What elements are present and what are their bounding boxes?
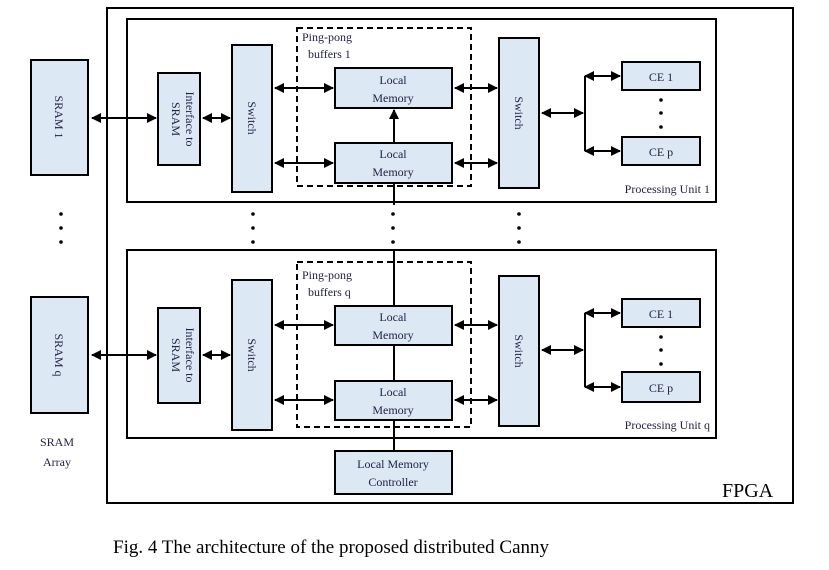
left-switch-1 [231, 44, 273, 193]
pingpong-q-label-b: buffers q [308, 285, 351, 299]
sram-array-label-line1: SRAM [40, 435, 74, 449]
ce-p-unit-1 [621, 136, 701, 166]
local-memory-qb [334, 380, 453, 421]
ce-1-unit-1 [621, 61, 701, 91]
interface-label-1a: Interface to [183, 92, 197, 147]
ce-p-unit-q-label: CE p [649, 381, 673, 395]
left-switch-1-label: Switch [245, 101, 259, 134]
sram-dots [59, 212, 63, 244]
processing-unit-q: Processing Unit q Interface to SRAM Swit… [91, 249, 717, 439]
left-switch-q [231, 279, 273, 431]
ce-p-unit-q [621, 371, 701, 403]
local-memory-qb-l1: Local [379, 385, 407, 399]
controller-label-l2: Controller [368, 475, 417, 489]
processing-unit-1-frame [126, 18, 717, 203]
local-memory-1a-l2: Memory [372, 91, 413, 105]
interface-label-1b: SRAM [169, 102, 183, 136]
interface-label-qa: Interface to [183, 328, 197, 383]
ce-1-unit-q [621, 298, 701, 328]
local-memory-1b-l1: Local [379, 147, 407, 161]
right-switch-q [498, 275, 540, 427]
local-memory-1a-l1: Local [379, 73, 407, 87]
local-memory-qa-l1: Local [379, 310, 407, 324]
sram-array-label-line2: Array [43, 455, 71, 469]
interface-label-qb: SRAM [169, 338, 183, 372]
sram-1-label: SRAM 1 [52, 95, 66, 138]
local-memory-qb-l2: Memory [372, 403, 413, 417]
interface-block-q [157, 307, 201, 404]
local-memory-qa [334, 305, 453, 346]
controller-label-l1: Local Memory [357, 457, 429, 471]
processing-unit-q-label: Processing Unit q [625, 418, 710, 432]
pingpong-1-label-a: Ping-pong [302, 30, 352, 44]
right-switch-q-label: Switch [512, 334, 526, 367]
figure-caption: Fig. 4 The architecture of the proposed … [113, 537, 550, 558]
pingpong-q-label-a: Ping-pong [302, 268, 352, 282]
local-memory-qa-l2: Memory [372, 328, 413, 342]
ce-dots-1 [659, 98, 663, 129]
ce-p-unit-1-label: CE p [649, 145, 673, 159]
fpga-label: FPGA [722, 480, 774, 502]
processing-unit-q-frame [126, 249, 717, 439]
processing-unit-1-label: Processing Unit 1 [625, 182, 710, 196]
fpga-boundary [106, 7, 794, 504]
interface-block-1 [157, 72, 201, 166]
unit-dots [251, 212, 521, 244]
right-switch-1-label: Switch [512, 96, 526, 129]
wires-unit-q [91, 308, 621, 405]
local-memory-1b-l2: Memory [372, 165, 413, 179]
wires-unit-1 [91, 71, 621, 168]
local-memory-1a [334, 67, 453, 109]
ce-dots-q [659, 335, 663, 366]
pingpong-1-label-b: buffers 1 [308, 47, 351, 61]
processing-unit-1: Processing Unit 1 Interface to SRAM Swit… [91, 18, 717, 203]
right-switch-1 [498, 37, 540, 189]
sram-q-label: SRAM q [52, 333, 66, 376]
local-memory-1b [334, 142, 453, 184]
left-switch-q-label: Switch [245, 338, 259, 371]
ce-1-unit-q-label: CE 1 [649, 307, 673, 321]
pingpong-buffers-1 [296, 27, 472, 187]
pingpong-buffers-q [296, 261, 472, 428]
ce-1-unit-1-label: CE 1 [649, 70, 673, 84]
sram-q-block: SRAM q [30, 296, 89, 414]
local-memory-controller: Local Memory Controller [334, 450, 453, 495]
sram-1-block: SRAM 1 [30, 59, 89, 176]
